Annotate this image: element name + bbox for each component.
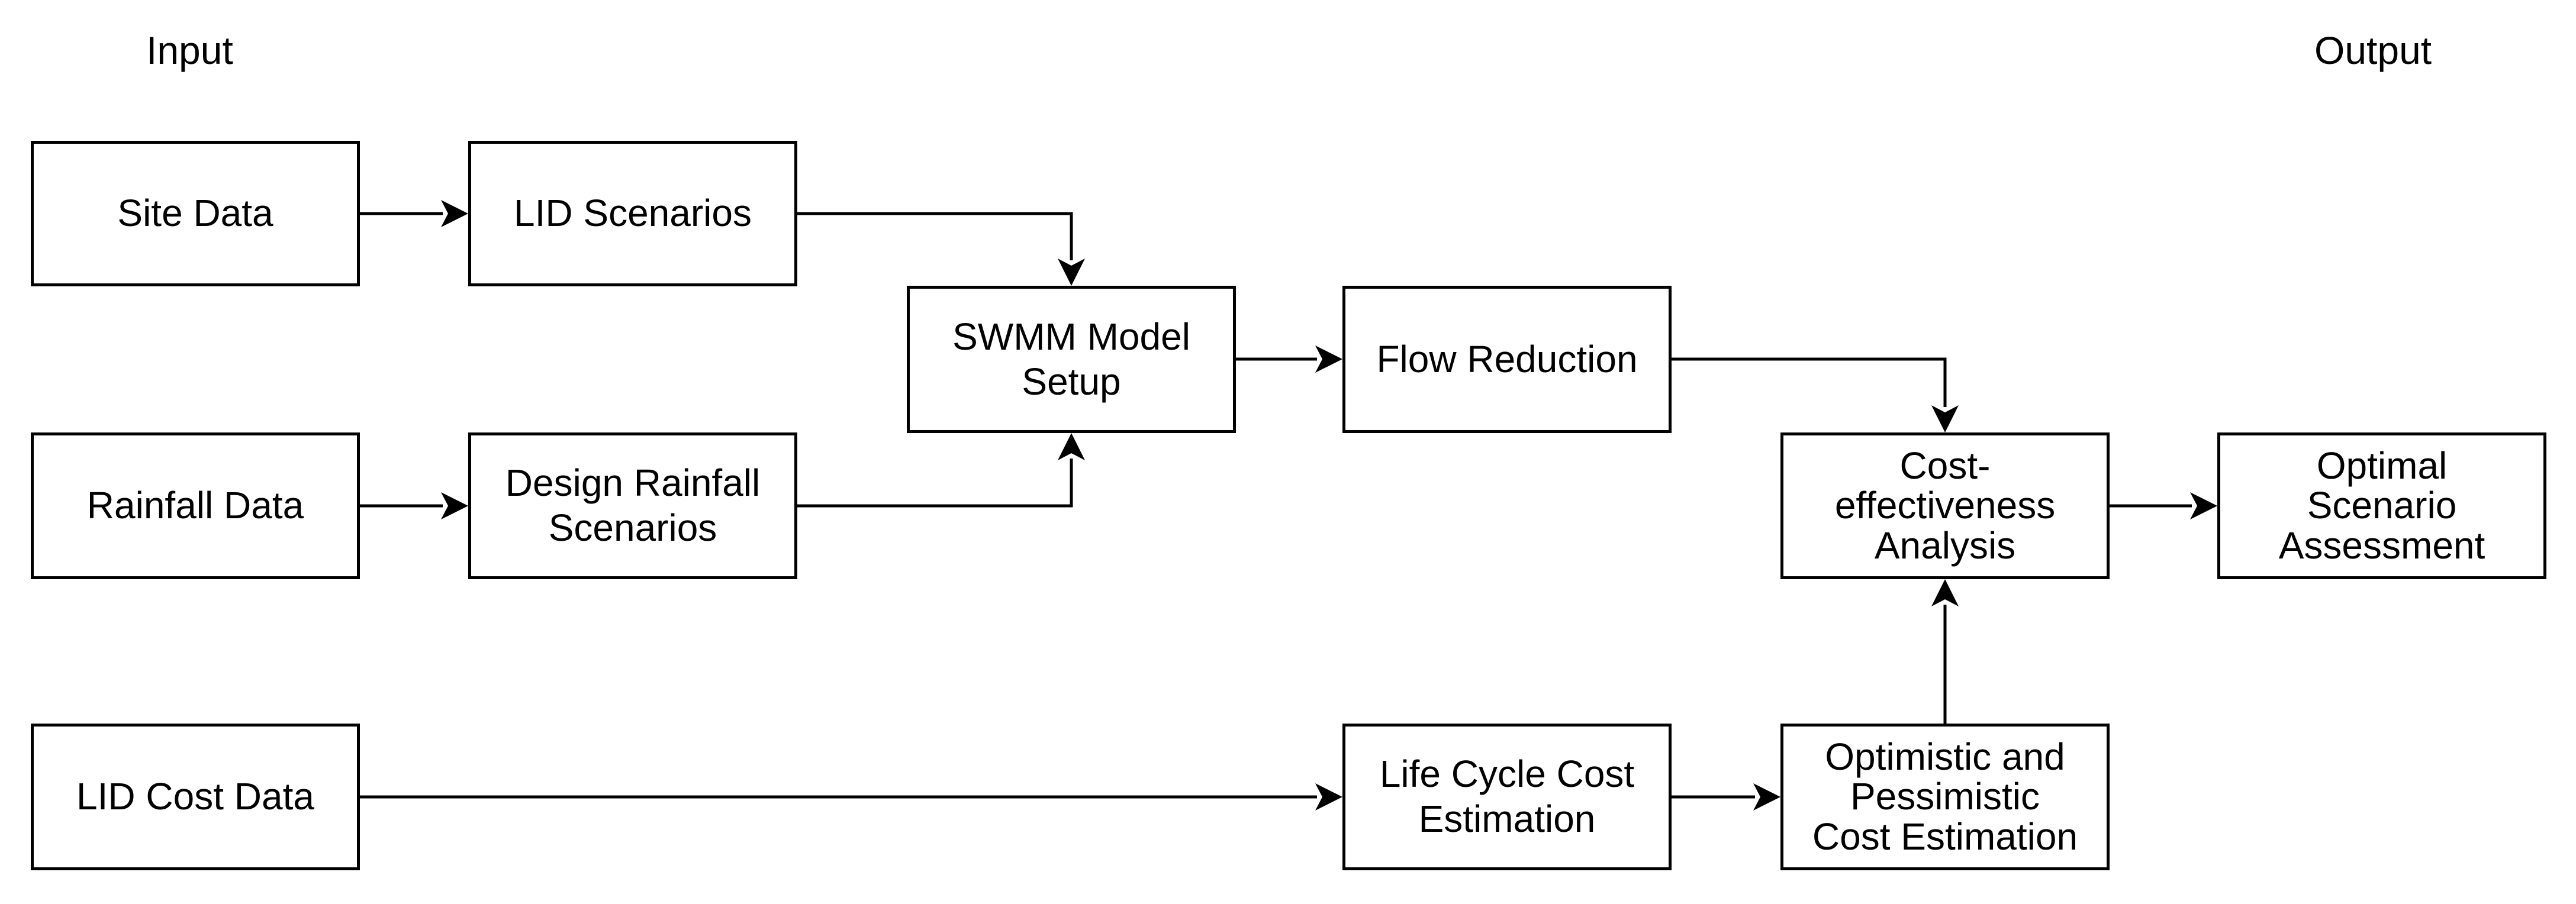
- arrowhead-right: [441, 200, 468, 227]
- node-label: Design Rainfall Scenarios: [505, 461, 761, 549]
- node-flow-reduction: Flow Reduction: [1342, 286, 1672, 433]
- edge-lid-scenarios-to-swmm-model-setup: [797, 212, 1073, 260]
- node-life-cycle-cost-estimation: Life Cycle Cost Estimation: [1342, 724, 1672, 870]
- node-label: Optimal Scenario Assessment: [2278, 444, 2485, 567]
- node-optimal-scenario-assessment: Optimal Scenario Assessment: [2217, 432, 2546, 579]
- node-label: Rainfall Data: [86, 484, 304, 527]
- node-rainfall-data: Rainfall Data: [31, 432, 360, 579]
- node-label: Optimistic and Pessimistic Cost Estimati…: [1812, 735, 2078, 858]
- arrowhead-right: [1753, 783, 1780, 811]
- node-site-data: Site Data: [31, 141, 360, 286]
- node-lid-cost-data: LID Cost Data: [31, 724, 360, 870]
- node-swmm-model-setup: SWMM Model Setup: [907, 286, 1236, 433]
- node-label: Site Data: [117, 192, 273, 235]
- edge-design-rainfall-scenarios-to-swmm-model-setup: [797, 459, 1073, 508]
- edge-flow-reduction-to-cost-effectiveness-analysis: [1672, 357, 1947, 407]
- node-label: LID Scenarios: [514, 192, 752, 235]
- node-label: Cost- effectiveness Analysis: [1834, 444, 2056, 567]
- arrowhead-up: [1058, 433, 1085, 460]
- node-design-rainfall-scenarios: Design Rainfall Scenarios: [468, 432, 797, 579]
- arrowhead-down: [1931, 405, 1959, 432]
- arrowhead-up: [1931, 579, 1959, 606]
- arrowhead-right: [1315, 783, 1342, 811]
- node-label: Life Cycle Cost Estimation: [1379, 753, 1635, 840]
- arrowhead-right: [441, 492, 468, 519]
- node-lid-scenarios: LID Scenarios: [468, 141, 797, 286]
- output-column-header: Output: [2314, 28, 2432, 72]
- node-label: SWMM Model Setup: [952, 315, 1190, 403]
- node-optimistic-pessimistic-cost-estimation: Optimistic and Pessimistic Cost Estimati…: [1780, 724, 2110, 870]
- node-cost-effectiveness-analysis: Cost- effectiveness Analysis: [1780, 432, 2110, 579]
- input-column-header: Input: [146, 28, 233, 72]
- arrowhead-down: [1058, 259, 1085, 286]
- node-label: LID Cost Data: [76, 775, 314, 818]
- arrowhead-right: [2190, 492, 2217, 519]
- arrowhead-right: [1315, 346, 1342, 373]
- node-label: Flow Reduction: [1376, 337, 1638, 380]
